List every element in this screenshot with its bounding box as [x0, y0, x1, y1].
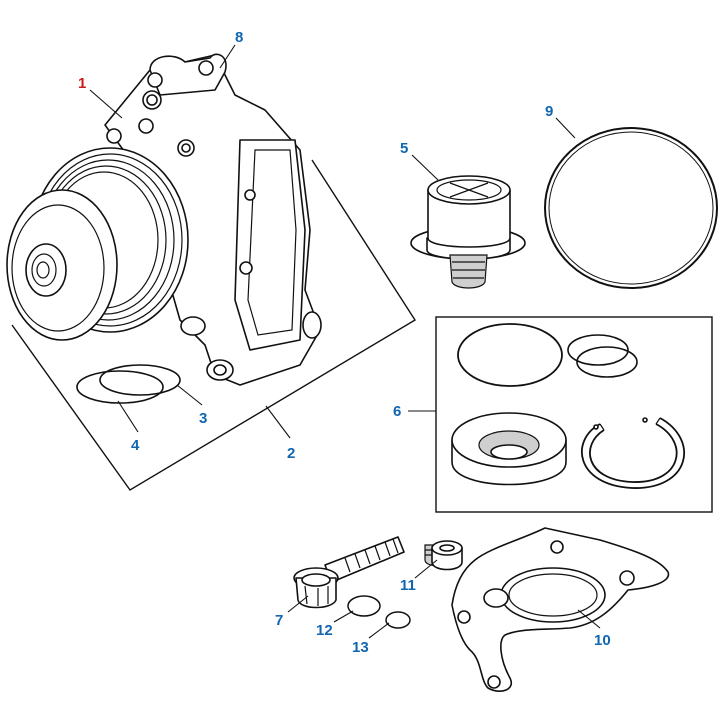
callout-13: 13: [352, 639, 369, 656]
plug-screw-icon: [424, 540, 463, 571]
leader-5: [411, 154, 439, 181]
leader-10: [577, 609, 601, 629]
pump-seal-ring-large: [76, 370, 164, 404]
leader-4: [117, 400, 139, 433]
leader-9: [555, 117, 576, 139]
leader-2: [265, 405, 291, 439]
thermostat-housing-gasket: [451, 527, 670, 692]
pump-kit-frame: [11, 159, 416, 491]
pump-pulley-icon: [6, 147, 189, 341]
callout-10: 10: [594, 632, 611, 649]
water-pump-assembly: [104, 53, 322, 386]
callout-1: 1: [78, 75, 86, 92]
callout-5: 5: [400, 140, 408, 157]
leader-1: [89, 89, 123, 119]
callout-11: 11: [400, 577, 416, 594]
flange-bolt-icon: [293, 536, 405, 609]
callout-9: 9: [545, 103, 553, 120]
seal-kit-frame: [435, 316, 713, 513]
leader-8: [219, 44, 236, 69]
large-o-ring: [544, 127, 718, 289]
callout-8: 8: [235, 29, 243, 46]
thermostat-icon: [410, 175, 526, 289]
callout-12: 12: [316, 622, 333, 639]
small-o-ring-12: [347, 595, 381, 617]
leader-3: [176, 384, 203, 406]
callout-7: 7: [275, 612, 283, 629]
leader-11: [414, 559, 438, 579]
leader-13: [368, 622, 390, 639]
callout-2: 2: [287, 445, 295, 462]
leader-12: [333, 610, 354, 623]
thermostat-seal-kit: [451, 323, 685, 489]
callout-3: 3: [199, 410, 207, 427]
leader-7: [287, 595, 309, 613]
callout-6: 6: [393, 403, 401, 420]
small-o-ring-13: [385, 611, 411, 629]
callout-4: 4: [131, 437, 140, 454]
pump-seal-ring-small: [99, 364, 181, 396]
